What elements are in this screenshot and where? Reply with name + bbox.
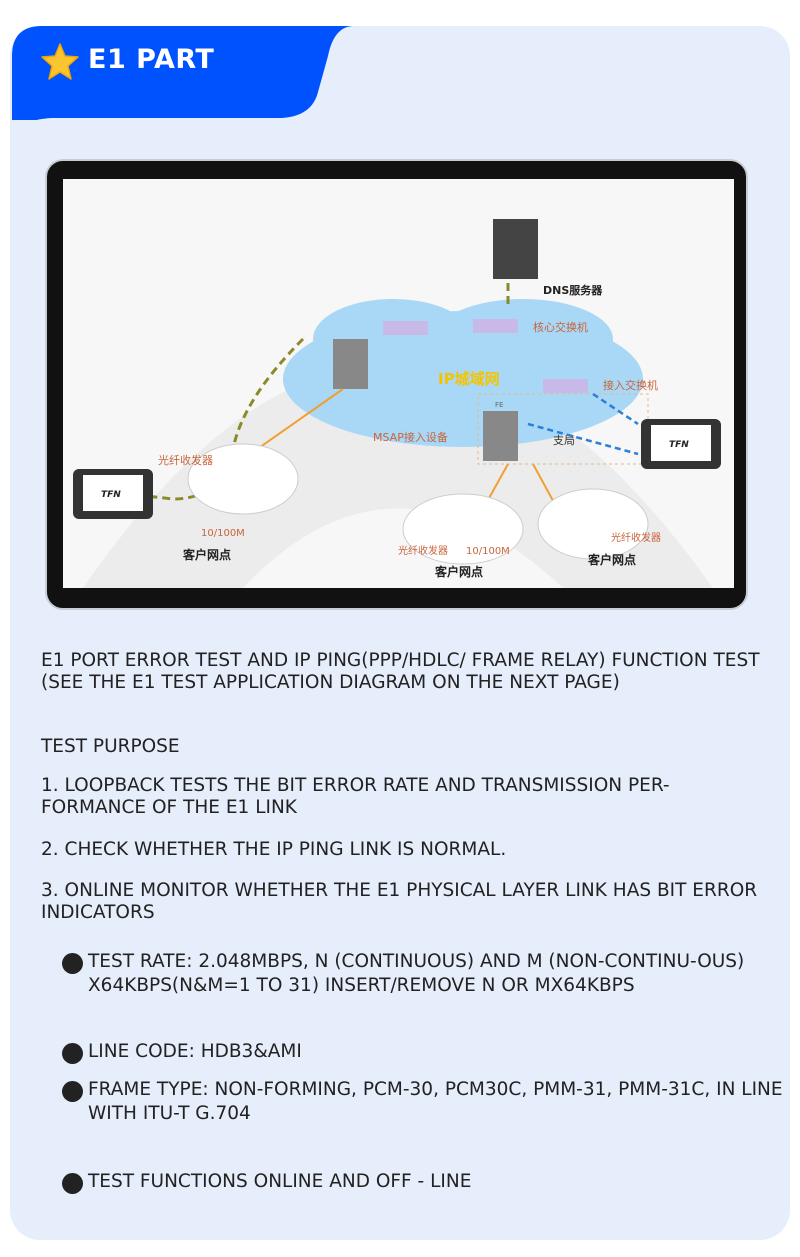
left-site-cloud (187, 443, 299, 515)
switch-icon (383, 321, 428, 335)
dns-server-icon (493, 219, 538, 279)
purpose-heading: Test purpose (41, 736, 180, 757)
bullet-item: FRAME TYPE: NON-FORMING, PCM-30, PCM30C,… (62, 1078, 788, 1126)
transceiver-right-label: 光纤收发器 (611, 531, 661, 544)
bullet-dot-icon (62, 953, 83, 974)
speed-left-label: 10/100M (201, 528, 245, 539)
tester-device-left: TFN (73, 469, 153, 519)
right-site-cloud (537, 488, 649, 560)
transceiver-left-label: 光纤收发器 (158, 453, 213, 467)
section-tab (12, 26, 354, 120)
bullet-dot-icon (62, 1043, 83, 1064)
msap-device-icon (483, 411, 518, 461)
bullet-item: TEST RATE: 2.048MBPS, N (CONTINUOUS) AND… (62, 950, 788, 998)
rack-icon (333, 339, 368, 389)
site-left-label: 客户网点 (182, 547, 231, 562)
core-switch-label: 核心交换机 (533, 320, 588, 334)
access-switch-label: 接入交换机 (603, 378, 658, 392)
dns-label: DNS服务器 (543, 283, 603, 297)
ip-network-label: IP城域网 (438, 370, 500, 388)
purpose-item: 2. Check whether the IP Ping link is nor… (41, 839, 507, 860)
section-title: E1 PART (88, 44, 215, 75)
speed-mid-label: 10/100M (466, 546, 510, 557)
site-mid-label: 客户网点 (434, 564, 483, 579)
tablet-frame: IP城域网 DNS服务器 核心交换机 接入交换机 FE MSAP接入设备 支局 … (45, 159, 748, 610)
fe-label: FE (495, 401, 503, 409)
branch-label: 支局 (553, 434, 575, 447)
tester-device-right: TFN (641, 419, 721, 469)
core-switch-icon (473, 319, 518, 333)
star-icon (41, 43, 79, 80)
site-right-label: 客户网点 (587, 552, 636, 567)
purpose-item: 3. Online monitor whether the E1 physica… (41, 880, 758, 923)
svg-text:TFN: TFN (101, 490, 121, 500)
network-diagram: IP城域网 DNS服务器 核心交换机 接入交换机 FE MSAP接入设备 支局 … (63, 179, 734, 588)
msap-label: MSAP接入设备 (373, 430, 448, 444)
transceiver-mid-label: 光纤收发器 (398, 544, 448, 557)
bullet-item: TEST FUNCTIONS ONLINE AND OFF - LINE (62, 1170, 788, 1194)
mid-site-cloud (402, 493, 524, 565)
bullet-item: LINE CODE: HDB3&AMI (62, 1040, 788, 1064)
svg-text:TFN: TFN (669, 440, 689, 450)
intro-text: E1 port error test and IP ping(PPP/HDLC/… (41, 650, 760, 693)
bullet-dot-icon (62, 1081, 83, 1102)
bullet-dot-icon (62, 1173, 83, 1194)
access-switch-icon (543, 379, 588, 393)
purpose-item: 1. Loopback tests the bit error rate and… (41, 775, 670, 818)
